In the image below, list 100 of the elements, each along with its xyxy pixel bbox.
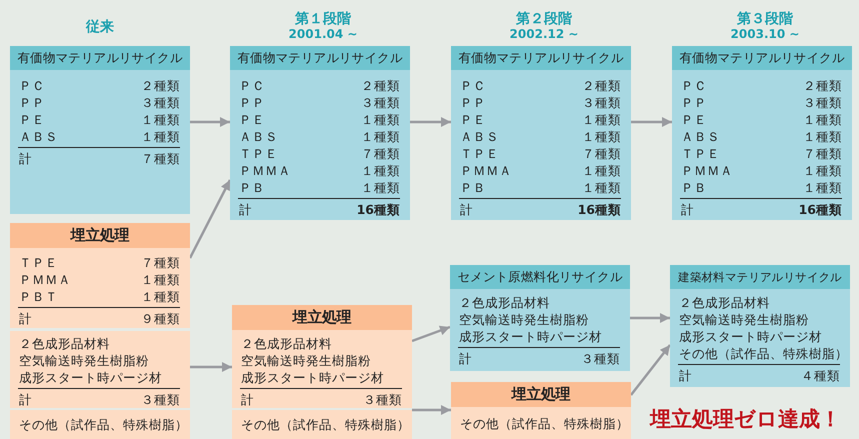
item-name: ＰＭＭＡ [460, 163, 512, 179]
type-count: １種類 [141, 112, 180, 128]
type-count: １種類 [582, 163, 621, 179]
type-count: １種類 [361, 112, 400, 128]
type-count: １種類 [582, 180, 621, 196]
type-count: ３種類 [581, 351, 620, 367]
item-name: 計 [679, 368, 692, 384]
item-text: 空気輸送時発生樹脂粉 [679, 312, 809, 328]
arrow [412, 405, 451, 415]
date-label: 2002.12 ~ [510, 27, 578, 41]
item-text: その他（試作品、特殊樹脂） [460, 416, 629, 432]
recycling-box [670, 265, 850, 387]
recycling-box [672, 46, 852, 220]
type-count: ７種類 [803, 146, 842, 162]
type-count: １種類 [803, 180, 842, 196]
item-name: ＰＥ [460, 112, 486, 128]
box-heading: 埋立処理 [232, 305, 412, 330]
item-text: 成形スタート時パージ材 [241, 370, 384, 386]
recycling-box [450, 265, 630, 371]
type-count: ４種類 [801, 368, 840, 384]
item-name: 計 [460, 202, 473, 218]
box-heading: セメント原燃料化リサイクル [450, 265, 630, 289]
column-heading: 第１段階 [295, 10, 351, 28]
item-text: その他（試作品、特殊樹脂） [19, 417, 188, 433]
item-name: ＰＢＴ [19, 289, 58, 305]
recycling-box [451, 46, 631, 220]
item-name: 計 [681, 202, 694, 218]
date-label: 2003.10 ~ [730, 27, 800, 41]
item-text: ２色成形品材料 [679, 295, 770, 311]
type-count: 16種類 [798, 202, 842, 218]
item-name: ＰＰ [681, 95, 707, 111]
arrow [412, 326, 450, 342]
item-text: 成形スタート時パージ材 [459, 329, 602, 345]
item-text: 成形スタート時パージ材 [679, 329, 822, 345]
item-name: ＰＭＭＡ [19, 272, 71, 288]
type-count: ２種類 [582, 78, 621, 94]
item-name: ＰＭＭＡ [239, 163, 291, 179]
item-name: 計 [239, 202, 252, 218]
item-name: ＰＥ [19, 112, 45, 128]
arrow [190, 362, 232, 372]
type-count: ３種類 [363, 392, 402, 408]
item-name: ＡＢＳ [19, 129, 58, 145]
type-count: １種類 [141, 289, 180, 305]
item-name: ＰＭＭＡ [681, 163, 733, 179]
item-name: ＰＰ [460, 95, 486, 111]
landfill-box [232, 410, 412, 439]
type-count: ２種類 [141, 78, 180, 94]
item-name: 計 [241, 392, 254, 408]
item-name: ＰＣ [19, 78, 45, 94]
landfill-box [10, 331, 190, 408]
item-name: ＰＢ [239, 180, 265, 196]
type-count: ９種類 [141, 311, 180, 327]
item-name: ＰＣ [239, 78, 265, 94]
item-name: ＰＰ [19, 95, 45, 111]
item-text: ２色成形品材料 [19, 336, 110, 352]
item-text: その他（試作品、特殊樹脂） [679, 346, 848, 362]
type-count: １種類 [803, 129, 842, 145]
arrow [630, 344, 671, 396]
box-heading: 埋立処理 [10, 223, 190, 248]
arrow [190, 117, 230, 127]
type-count: １種類 [803, 163, 842, 179]
type-count: ７種類 [582, 146, 621, 162]
item-text: 空気輸送時発生樹脂粉 [19, 353, 149, 369]
arrow [631, 117, 672, 127]
recycling-box [10, 46, 190, 214]
type-count: ２種類 [803, 78, 842, 94]
type-count: １種類 [361, 163, 400, 179]
item-name: 計 [19, 151, 32, 167]
type-count: １種類 [361, 129, 400, 145]
box-heading: 有価物マテリアルリサイクル [10, 46, 190, 70]
type-count: ３種類 [141, 95, 180, 111]
type-count: ７種類 [361, 146, 400, 162]
item-name: ＰＢ [460, 180, 486, 196]
item-text: 空気輸送時発生樹脂粉 [241, 353, 371, 369]
item-name: ＡＢＳ [239, 129, 278, 145]
type-count: １種類 [582, 129, 621, 145]
type-count: １種類 [141, 272, 180, 288]
item-name: ＡＢＳ [460, 129, 499, 145]
type-count: ３種類 [361, 95, 400, 111]
slogan-text: 埋立処理ゼロ達成！ [650, 406, 841, 433]
box-heading: 有価物マテリアルリサイクル [230, 46, 410, 70]
item-name: ＴＰＥ [460, 146, 499, 162]
item-name: ＡＢＳ [681, 129, 720, 145]
item-name: ＴＰＥ [19, 255, 58, 271]
item-name: ＰＥ [681, 112, 707, 128]
box-heading: 有価物マテリアルリサイクル [451, 46, 631, 70]
item-text: ２色成形品材料 [459, 295, 550, 311]
item-name: ＰＢ [681, 180, 707, 196]
type-count: ３種類 [141, 392, 180, 408]
type-count: ２種類 [361, 78, 400, 94]
item-text: 空気輸送時発生樹脂粉 [459, 312, 589, 328]
item-name: 計 [19, 392, 32, 408]
box-heading: 建築材料マテリアルリサイクル [670, 265, 850, 289]
type-count: ３種類 [582, 95, 621, 111]
box-heading: 埋立処理 [451, 382, 631, 407]
arrow [188, 179, 232, 259]
box-heading: 有価物マテリアルリサイクル [672, 46, 852, 70]
item-name: ＴＰＥ [681, 146, 720, 162]
type-count: ３種類 [803, 95, 842, 111]
landfill-box [10, 223, 190, 328]
